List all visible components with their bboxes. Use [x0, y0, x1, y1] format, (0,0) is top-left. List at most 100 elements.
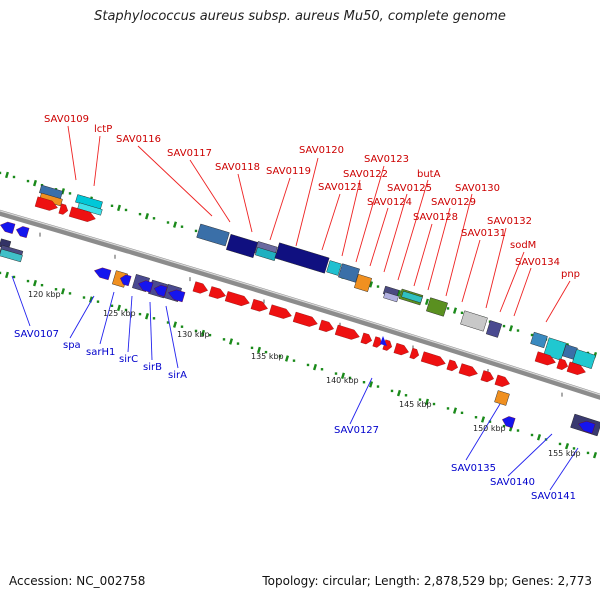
- forward-gene-arrow-shape: [208, 286, 226, 299]
- forward-gene-arrow: [393, 342, 409, 356]
- gene-label-sav0127[interactable]: SAV0127: [334, 425, 379, 436]
- track-dot-inner: [404, 394, 408, 397]
- gene-label-sav0135[interactable]: SAV0135: [451, 463, 496, 474]
- gene-label-buta[interactable]: butA: [417, 169, 441, 180]
- feature-box: [426, 297, 448, 317]
- track-dot-inner: [474, 416, 478, 419]
- track-tick: [480, 416, 486, 423]
- gene-label-sav0129[interactable]: SAV0129: [431, 197, 476, 208]
- gene-label-sav0132[interactable]: SAV0132: [487, 216, 532, 227]
- gene-label-sav0120[interactable]: SAV0120: [299, 145, 344, 156]
- forward-leader-line: [513, 267, 532, 317]
- gene-label-sav0125[interactable]: SAV0125: [387, 183, 432, 194]
- label-leader-lines: [11, 125, 579, 491]
- track-dot-inner: [110, 304, 114, 308]
- track-tick: [256, 346, 262, 354]
- track-dot-inner: [306, 363, 310, 367]
- track-dot-inner: [194, 329, 198, 333]
- track-dot-outer: [446, 307, 450, 310]
- track-dot-inner: [82, 296, 86, 299]
- gene-label-sav0140[interactable]: SAV0140: [490, 477, 535, 488]
- forward-leader-line: [321, 193, 341, 251]
- track-tick: [424, 298, 430, 306]
- track-dot-inner: [138, 312, 142, 316]
- gene-label-sav0121[interactable]: SAV0121: [318, 182, 363, 193]
- gene-label-sav0124[interactable]: SAV0124: [367, 197, 412, 208]
- track-tick: [340, 372, 346, 379]
- gene-label-sav0128[interactable]: SAV0128: [413, 212, 458, 223]
- track-dot-inner: [334, 372, 338, 375]
- forward-leader-line: [67, 125, 77, 181]
- reverse-gene-arrow: [502, 416, 516, 429]
- reverse-gene-arrow-shape: [138, 280, 154, 293]
- track-dot-inner: [460, 411, 464, 415]
- reverse-leader-line: [549, 447, 579, 491]
- gene-label-sav0116[interactable]: SAV0116: [116, 134, 161, 145]
- track-tick: [284, 355, 290, 362]
- forward-gene-arrow: [192, 281, 208, 294]
- track-dot-inner: [222, 338, 226, 341]
- track-dot-inner: [586, 451, 590, 455]
- gene-label-sodm[interactable]: sodM: [510, 240, 536, 251]
- scale-label: 125 kbp: [103, 309, 136, 318]
- forward-gene-arrow-shape: [420, 351, 446, 367]
- gene-label-sav0107[interactable]: SAV0107: [14, 329, 59, 340]
- gene-label-sav0134[interactable]: SAV0134: [515, 257, 560, 268]
- gene-label-sav0123[interactable]: SAV0123: [364, 154, 409, 165]
- track-tick: [452, 307, 458, 314]
- track-tick: [564, 442, 570, 450]
- forward-gene-arrow-shape: [318, 319, 334, 332]
- feature-box: [401, 290, 423, 304]
- forward-gene-arrow: [318, 319, 334, 332]
- track-dot-inner: [432, 402, 436, 406]
- gene-label-pnp[interactable]: pnp: [561, 269, 580, 280]
- forward-gene-arrow: [334, 324, 360, 340]
- gene-label-sav0118[interactable]: SAV0118: [215, 162, 260, 173]
- gene-label-sirc[interactable]: sirC: [119, 354, 138, 365]
- reverse-gene-arrow-shape: [16, 226, 30, 238]
- scale-label: 130 kbp: [177, 330, 210, 339]
- track-dot-inner: [236, 342, 240, 345]
- track-tick: [396, 389, 402, 397]
- forward-gene-arrow-shape: [292, 311, 318, 327]
- genome-backbone: [0, 209, 600, 400]
- gene-label-sav0122[interactable]: SAV0122: [343, 169, 388, 180]
- gene-label-sav0131[interactable]: SAV0131: [461, 228, 506, 239]
- forward-gene-arrow-shape: [34, 196, 58, 211]
- gene-label-sav0141[interactable]: SAV0141: [531, 491, 576, 502]
- track-dot-inner: [26, 279, 30, 283]
- scale-label: 150 kbp: [473, 424, 506, 433]
- reverse-gene-labels: SAV0107 spa sarH1 sirC sirB sirA SAV0127…: [14, 329, 576, 502]
- track-tick: [117, 204, 122, 212]
- reverse-leader-line: [127, 295, 133, 353]
- forward-leader-line: [189, 159, 231, 223]
- reverse-gene-arrow-shape: [154, 284, 168, 297]
- gene-label-sav0117[interactable]: SAV0117: [167, 148, 212, 159]
- track-tick: [312, 363, 318, 371]
- forward-gene-arrow: [208, 286, 226, 299]
- gene-label-sirb[interactable]: sirB: [143, 362, 162, 373]
- track-tick: [396, 289, 402, 297]
- forward-gene-arrow: [494, 374, 510, 387]
- reverse-gene-arrow: [138, 280, 154, 293]
- forward-gene-arrow: [360, 332, 372, 345]
- reverse-gene-arrow: [0, 221, 16, 234]
- track-dot-inner: [390, 389, 394, 393]
- track-dot-outer: [68, 192, 72, 195]
- feature-box: [226, 234, 258, 258]
- forward-leader-line: [383, 193, 408, 273]
- gene-label-sav0109[interactable]: SAV0109: [44, 114, 89, 125]
- scale-label: 145 kbp: [399, 400, 432, 409]
- gene-label-sav0130[interactable]: SAV0130: [455, 183, 500, 194]
- gene-label-lctp[interactable]: lctP: [94, 124, 112, 135]
- gene-label-sarh1[interactable]: sarH1: [86, 347, 115, 358]
- gene-label-sav0119[interactable]: SAV0119: [266, 166, 311, 177]
- reverse-leader-line: [507, 433, 553, 477]
- gene-label-sira[interactable]: sirA: [168, 370, 187, 381]
- reverse-gene-arrow-shape: [168, 289, 186, 303]
- gene-label-spa[interactable]: spa: [63, 340, 81, 351]
- reverse-leader-line: [165, 305, 179, 369]
- forward-leader-line: [499, 251, 525, 313]
- track-dot-outer: [502, 324, 506, 328]
- scale-label: 135 kbp: [251, 352, 284, 361]
